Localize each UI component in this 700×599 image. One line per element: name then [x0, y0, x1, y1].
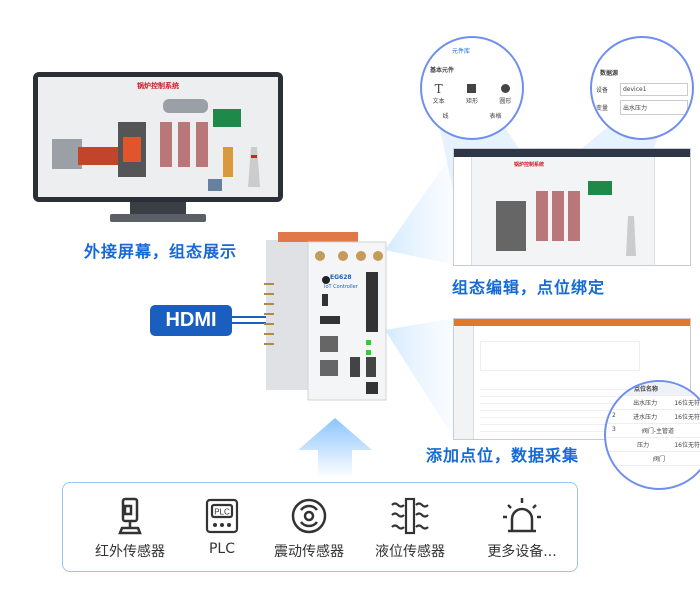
table-row: 阀门 [606, 452, 700, 466]
plc-icon: PLC [205, 498, 239, 534]
device-select[interactable]: device1 [620, 83, 688, 96]
boiler-diagram [52, 99, 260, 191]
monitor-stand [130, 202, 186, 216]
hdmi-label: HDMI [150, 305, 232, 336]
component-rect[interactable]: 矩形 [466, 82, 478, 105]
variable-select[interactable]: 出水压力 [620, 100, 688, 115]
infrared-sensor-icon [118, 497, 142, 535]
monitor-base [110, 214, 206, 222]
datasource-heading: 数据源 [600, 70, 619, 77]
monitor-caption: 外接屏幕，组态展示 [84, 242, 238, 261]
beam-points [385, 318, 455, 440]
device-plc: PLC PLC [167, 497, 277, 557]
external-monitor: 锅炉控制系统 [33, 72, 283, 202]
level-sensor-icon [391, 497, 429, 535]
component-line[interactable]: 线 [442, 113, 449, 120]
table-row: 压力16位无符号 [606, 438, 700, 452]
beam-editor [385, 150, 455, 265]
device-vibration-sensor: 震动传感器 [254, 497, 364, 561]
component-table[interactable]: 表格 [489, 113, 502, 120]
up-arrow [298, 418, 372, 478]
device-level-sensor: 液位传感器 [355, 497, 465, 561]
device-infrared-sensor: 红外传感器 [75, 497, 185, 561]
components-tab[interactable]: 元件库 [452, 48, 471, 55]
device-subtitle: IoT Controller [324, 284, 358, 290]
vibration-sensor-icon [291, 498, 327, 534]
table-row: 3阀门-主管道位 [606, 424, 700, 438]
components-heading: 基本元件 [430, 67, 455, 74]
editor-screenshot: 锅炉控制系统 [453, 148, 691, 266]
table-row: 1出水压力16位无符号 [606, 396, 700, 410]
scada-screen: 锅炉控制系统 [38, 77, 278, 197]
editor-canvas-title: 锅炉控制系统 [514, 162, 545, 168]
table-row: 2进水压力16位无符号 [606, 410, 700, 424]
device-model: EG628 [330, 274, 352, 281]
iot-controller: EG628 IoT Controller [258, 232, 390, 402]
device-more: 更多设备... [467, 497, 577, 561]
component-circle[interactable]: 圆形 [499, 82, 511, 105]
alarm-light-icon [503, 498, 541, 533]
editor-caption: 组态编辑，点位绑定 [452, 278, 606, 297]
points-magnifier: 点位名称数据 1出水压力16位无符号 2进水压力16位无符号 3阀门-主管道位 … [604, 380, 700, 490]
points-caption: 添加点位，数据采集 [426, 446, 580, 465]
scada-title: 锅炉控制系统 [137, 82, 179, 90]
supported-devices-panel: 红外传感器 PLC PLC 震动传感器 液位传感器 更多设备... [62, 482, 578, 572]
svg-text:PLC: PLC [214, 508, 230, 517]
